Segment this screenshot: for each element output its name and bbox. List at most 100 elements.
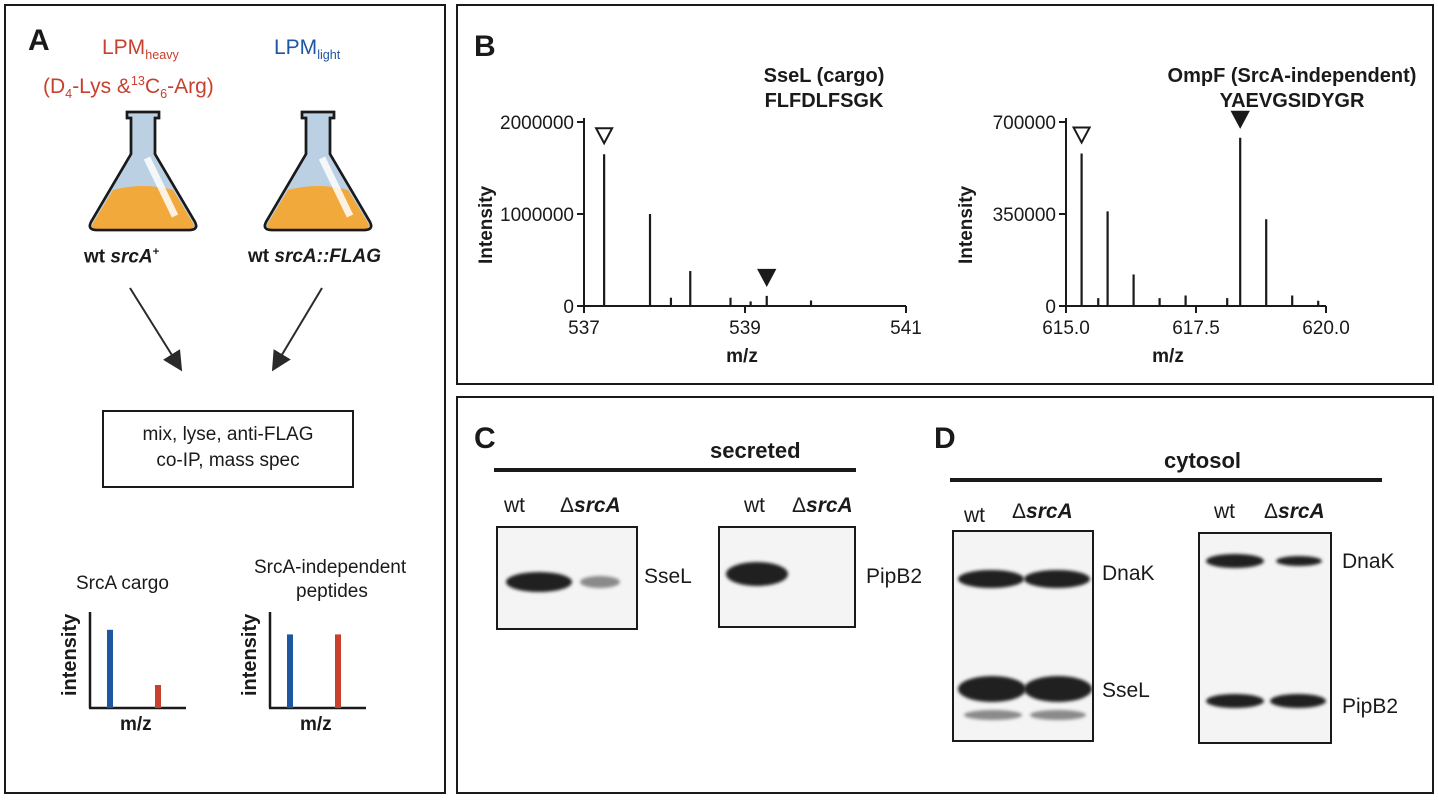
- d-lane-delta-2: ΔsrcA: [1264, 500, 1325, 524]
- filled-triangle-icon: [1230, 110, 1250, 129]
- band-d-ssel-delta: [1024, 676, 1092, 702]
- spectrum2-ytick-label: 0: [1045, 297, 1056, 318]
- spectrum2-ylabel: Intensity: [956, 185, 977, 264]
- band-d-dnak-delta: [1024, 570, 1090, 588]
- spectrum2-xlabel: m/z: [1152, 346, 1184, 367]
- iso-end: -Arg): [167, 75, 214, 98]
- c-label-pipb2: PipB2: [866, 565, 923, 588]
- heavy-label-sub: heavy: [145, 48, 179, 63]
- spectrum-ssel: SseL (cargo) FLFDLFSGK Intensity m/z 010…: [476, 65, 922, 367]
- c-lane-wt-2: wt: [744, 494, 765, 517]
- spectrum1-xtick-label: 537: [568, 318, 600, 339]
- spectrum2-ytick-label: 350000: [993, 205, 1056, 226]
- d-label-pipb2: PipB2: [1342, 695, 1399, 718]
- mini2-bar-light: [287, 634, 293, 708]
- spectrum1-xlabel: m/z: [726, 346, 758, 367]
- strain-right-gene: srcA::FLAG: [274, 246, 382, 267]
- heavy-isotope-label: (D4-Lys &13C6-Arg): [43, 74, 214, 101]
- panel-a: A LPMheavy (D4-Lys &13C6-Arg) LPMlight w…: [4, 4, 446, 794]
- d-label-dnak-2: DnaK: [1342, 550, 1395, 573]
- band-d2-dnak-wt: [1206, 554, 1264, 568]
- band-c-pipb2-wt: [726, 562, 788, 586]
- spectrum1-xtick-label: 539: [729, 318, 761, 339]
- arrows-to-mix-icon: [129, 287, 323, 372]
- d-lane-wt-2: wt: [1214, 500, 1235, 523]
- strain-left-gene: srcA: [110, 246, 153, 268]
- panel-d-letter: D: [934, 422, 956, 455]
- cytosol-header: cytosol: [1164, 448, 1242, 473]
- band-c-ssel-delta: [580, 576, 620, 588]
- spectrum2-title: OmpF (SrcA-independent): [1168, 65, 1417, 87]
- flask-heavy-icon: [88, 110, 198, 232]
- mini1-bar-heavy: [155, 685, 161, 708]
- band-d2-pipb2-delta: [1270, 694, 1326, 708]
- d-lane-wt-1: wt: [964, 504, 985, 527]
- strain-left-wt: wt: [84, 246, 106, 268]
- iso-13-sup: 13: [130, 74, 145, 88]
- filled-triangle-icon: [757, 268, 777, 288]
- band-d-ssel-lower-delta: [1030, 710, 1086, 720]
- band-d-ssel-lower-wt: [964, 710, 1022, 720]
- d-delta-symbol-2: Δ: [1264, 500, 1279, 523]
- panel-cd: C secreted wt ΔsrcA SseL wt ΔsrcA PipB2 …: [456, 396, 1434, 794]
- blot-d-left: [952, 530, 1094, 742]
- blot-d-right: [1198, 532, 1332, 744]
- light-label-text: LPM: [274, 36, 318, 59]
- heavy-medium-label: LPMheavy: [102, 36, 179, 62]
- strain-left-sup: +: [152, 246, 160, 258]
- spectrum-ompf: OmpF (SrcA-independent) YAEVGSIDYGR Inte…: [956, 65, 1417, 367]
- process-line-1: mix, lyse, anti-FLAG: [142, 424, 314, 445]
- d-gene-2: srcA: [1278, 500, 1325, 523]
- panel-b-letter: B: [474, 30, 496, 63]
- spectrum1-xtick-label: 541: [890, 318, 922, 339]
- iso-d-sub: 4: [65, 87, 73, 102]
- strain-right-label: wt srcA::FLAG: [248, 246, 381, 268]
- mini-chart-independent: intensity m/z: [239, 612, 366, 735]
- process-box: mix, lyse, anti-FLAG co-IP, mass spec: [102, 410, 354, 488]
- blot-c-pipb2: [718, 526, 856, 628]
- spectrum2-ytick-label: 700000: [993, 113, 1056, 134]
- mini1-xlabel: m/z: [120, 714, 152, 735]
- process-line-2: co-IP, mass spec: [156, 450, 300, 471]
- band-c-ssel-wt: [506, 572, 572, 592]
- band-d-dnak-wt: [958, 570, 1024, 588]
- spectrum1-ytick-label: 2000000: [500, 113, 574, 134]
- mini2-bar-heavy: [335, 634, 341, 708]
- d-lane-delta-1: ΔsrcA: [1012, 500, 1073, 524]
- d-gene-1: srcA: [1026, 500, 1073, 523]
- spectrum1-title: SseL (cargo): [764, 65, 885, 87]
- c-gene-2: srcA: [806, 494, 853, 517]
- spectrum1-subtitle: FLFDLFSGK: [765, 90, 884, 112]
- light-label-sub: light: [317, 48, 341, 63]
- panel-b: B SseL (cargo) FLFDLFSGK Intensity m/z 0…: [456, 4, 1434, 385]
- mini2-xlabel: m/z: [300, 714, 332, 735]
- band-d2-pipb2-wt: [1206, 694, 1264, 708]
- c-delta-symbol-1: Δ: [560, 494, 575, 517]
- flask-light-icon: [263, 110, 373, 232]
- iso-prefix: (D: [43, 75, 66, 98]
- d-delta-symbol-1: Δ: [1012, 500, 1027, 523]
- spectrum2-subtitle: YAEVGSIDYGR: [1220, 90, 1365, 112]
- mini1-ylabel: intensity: [59, 613, 81, 696]
- light-medium-label: LPMlight: [274, 36, 340, 62]
- mini2-ylabel: intensity: [239, 613, 261, 696]
- cargo-title: SrcA cargo: [76, 573, 169, 594]
- c-lane-wt-1: wt: [504, 494, 525, 517]
- mini1-bar-light: [107, 629, 113, 708]
- strain-left-label: wt srcA+: [84, 246, 159, 268]
- heavy-label-text: LPM: [102, 36, 146, 59]
- strain-right-wt: wt: [248, 246, 270, 267]
- c-label-ssel: SseL: [644, 565, 692, 588]
- spectrum1-ylabel: Intensity: [476, 185, 497, 264]
- open-triangle-icon: [1071, 126, 1092, 145]
- d-label-dnak-1: DnaK: [1102, 562, 1155, 585]
- c-lane-delta-2: ΔsrcA: [792, 494, 853, 518]
- indep-title-line-2: peptides: [296, 581, 368, 602]
- spectrum2-xtick-label: 615.0: [1042, 318, 1090, 339]
- indep-title-line-1: SrcA-independent: [254, 557, 407, 578]
- band-d-ssel-wt: [958, 676, 1026, 702]
- mini-chart-cargo: intensity m/z: [59, 612, 186, 735]
- open-triangle-icon: [594, 127, 614, 146]
- c-gene-1: srcA: [574, 494, 621, 517]
- secreted-header: secreted: [710, 438, 801, 463]
